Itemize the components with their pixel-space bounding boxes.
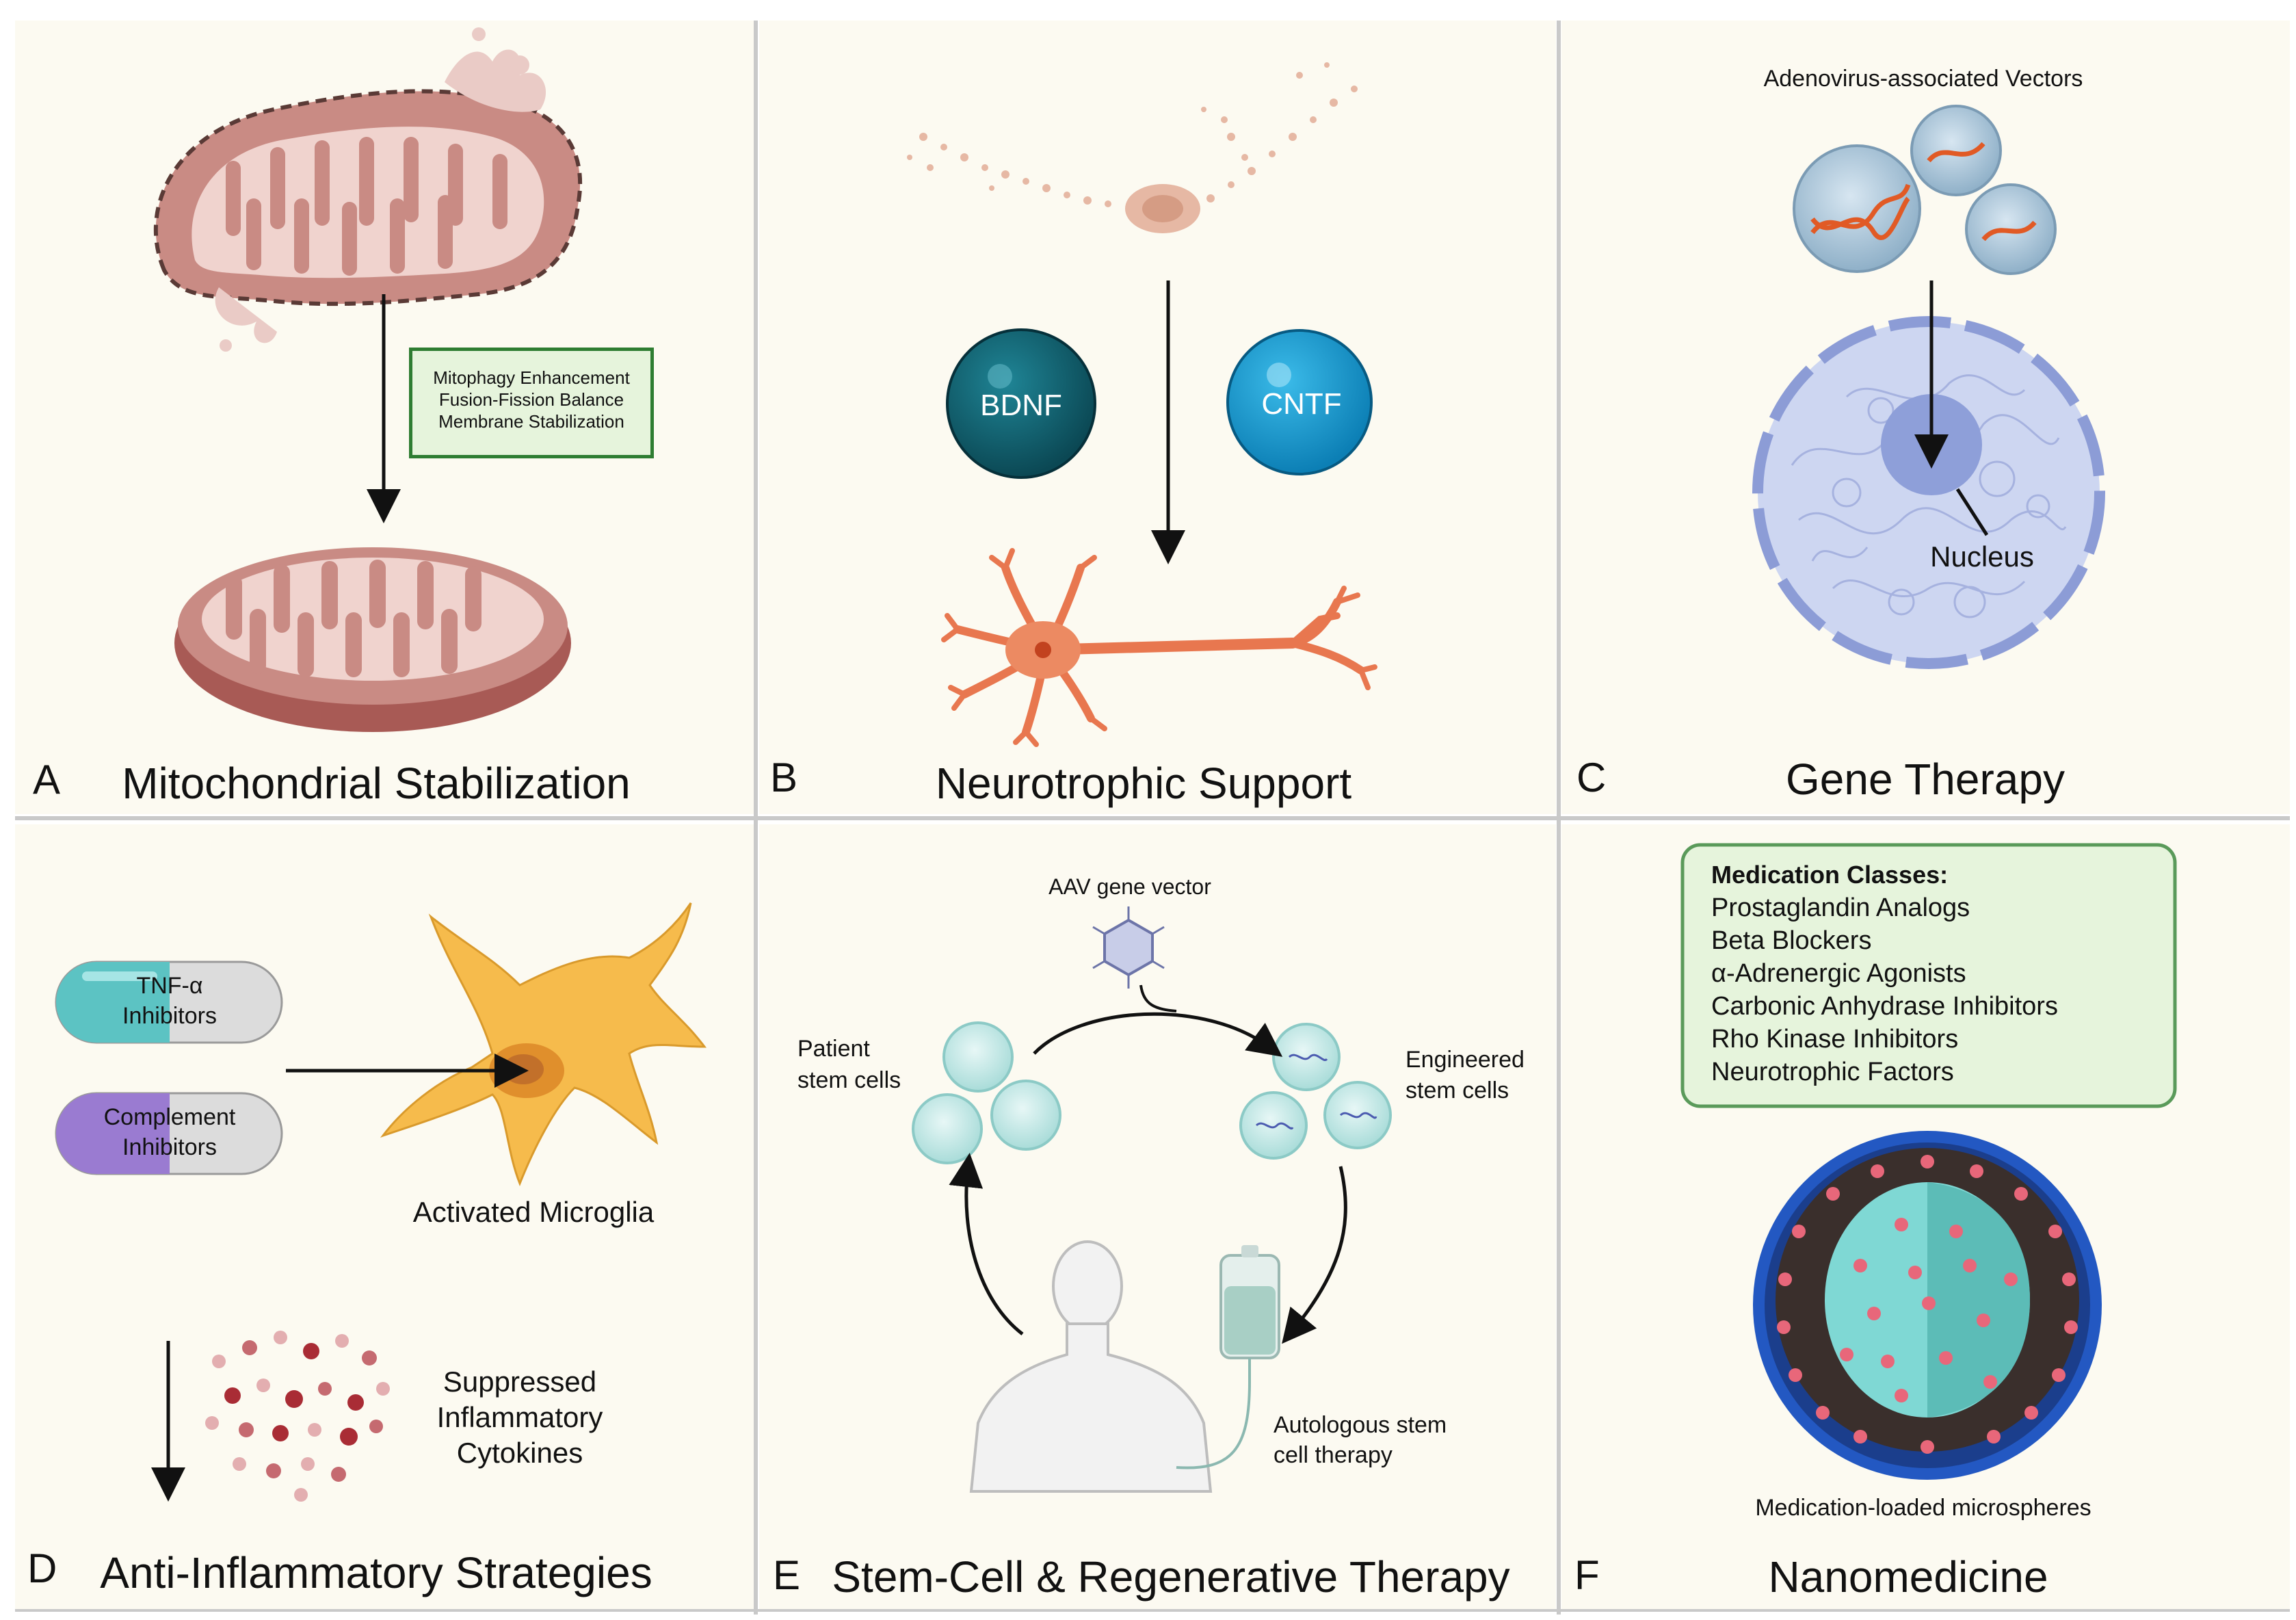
adenovirus-vectors-illustration bbox=[1793, 105, 2057, 275]
panel-f-letter: F bbox=[1574, 1552, 1600, 1598]
complement-pill bbox=[55, 1092, 283, 1175]
panel-d-background bbox=[15, 824, 754, 1611]
engineered-label-line-1: Engineered bbox=[1406, 1047, 1525, 1073]
microglia-illustration bbox=[380, 902, 707, 1187]
panel-e-title: Stem-Cell & Regenerative Therapy bbox=[832, 1552, 1510, 1602]
panel-b-background bbox=[759, 21, 1556, 814]
panel-a-title: Mitochondrial Stabilization bbox=[122, 759, 631, 808]
damaged-mitochondrion-illustration bbox=[153, 27, 583, 352]
cntf-sphere bbox=[1226, 329, 1373, 475]
engineered-stem-cells bbox=[1239, 1023, 1392, 1160]
med-box-title: Medication Classes: bbox=[1711, 861, 1949, 889]
panel-a-mechanism-box: Mitophagy Enhancement Fusion-Fission Bal… bbox=[409, 348, 654, 458]
panel-d-title: Anti-Inflammatory Strategies bbox=[100, 1548, 652, 1597]
mechanism-line-3: Membrane Stabilization bbox=[438, 411, 624, 432]
iv-bag-icon bbox=[1176, 1245, 1280, 1469]
bdnf-sphere bbox=[946, 328, 1096, 479]
patient-label-line-1: Patient bbox=[797, 1036, 870, 1062]
microsphere-label: Medication-loaded microspheres bbox=[1755, 1495, 2092, 1521]
bdnf-label: BDNF bbox=[980, 389, 1062, 422]
cytokine-label-line-2: Inflammatory bbox=[436, 1401, 603, 1433]
panel-b-title: Neurotrophic Support bbox=[935, 759, 1352, 808]
tnf-alpha-pill bbox=[55, 961, 283, 1044]
med-class-4: Carbonic Anhydrase Inhibitors bbox=[1711, 992, 2058, 1021]
med-class-5: Rho Kinase Inhibitors bbox=[1711, 1025, 1959, 1054]
panel-a-letter: A bbox=[33, 757, 61, 802]
tnf-pill-line-1: TNF-α bbox=[136, 973, 203, 999]
med-class-6: Neurotrophic Factors bbox=[1711, 1058, 1954, 1086]
patient-stem-cells bbox=[912, 1021, 1061, 1164]
med-class-1: Prostaglandin Analogs bbox=[1711, 893, 1970, 922]
nucleus-label: Nucleus bbox=[1930, 540, 2034, 573]
panel-b-letter: B bbox=[770, 755, 798, 800]
healthy-mitochondrion-illustration bbox=[174, 547, 571, 732]
microglia-label: Activated Microglia bbox=[412, 1196, 655, 1228]
complement-pill-line-2: Inhibitors bbox=[122, 1134, 217, 1160]
cytokine-dots bbox=[205, 1331, 390, 1502]
engineered-label-line-2: stem cells bbox=[1406, 1077, 1509, 1103]
panel-f-title: Nanomedicine bbox=[1768, 1552, 2048, 1602]
panel-c-title: Gene Therapy bbox=[1786, 755, 2065, 804]
cycle-arrow-left bbox=[949, 1153, 1024, 1335]
cytokine-label-line-3: Cytokines bbox=[456, 1437, 583, 1469]
cytokine-label-line-1: Suppressed bbox=[443, 1366, 597, 1398]
separator-horizontal bbox=[15, 816, 2290, 820]
aav-label: AAV gene vector bbox=[1048, 874, 1211, 899]
cycle-arrow-top bbox=[1033, 1012, 1283, 1057]
complement-pill-line-1: Complement bbox=[103, 1104, 236, 1130]
cntf-label: CNTF bbox=[1261, 387, 1342, 421]
med-class-3: α-Adrenergic Agonists bbox=[1711, 959, 1966, 988]
autologous-label-line-1: Autologous stem bbox=[1274, 1412, 1447, 1438]
medication-classes-box bbox=[1680, 843, 2177, 1108]
panel-d-letter: D bbox=[27, 1545, 57, 1591]
mechanism-line-1: Mitophagy Enhancement bbox=[433, 367, 630, 388]
patient-silhouette bbox=[969, 1240, 1213, 1493]
separator-bottom bbox=[15, 1609, 2290, 1612]
panel-e-letter: E bbox=[773, 1552, 801, 1598]
autologous-label-line-2: cell therapy bbox=[1274, 1442, 1393, 1468]
mechanism-line-2: Fusion-Fission Balance bbox=[438, 389, 624, 410]
panel-c-letter: C bbox=[1576, 755, 1607, 800]
damaged-neuron-illustration bbox=[907, 62, 1358, 233]
vector-label: Adenovirus-associated Vectors bbox=[1763, 66, 2083, 92]
aav-vector-icon bbox=[1092, 906, 1165, 989]
med-class-2: Beta Blockers bbox=[1711, 926, 1872, 955]
cell-nucleus-illustration bbox=[1752, 316, 2105, 669]
patient-label-line-2: stem cells bbox=[797, 1067, 901, 1093]
cycle-arrow-right bbox=[1282, 1166, 1347, 1344]
nucleus-pointer-line bbox=[1955, 488, 1989, 536]
microsphere-illustration bbox=[1753, 1131, 2102, 1480]
tnf-pill-line-2: Inhibitors bbox=[122, 1003, 217, 1029]
